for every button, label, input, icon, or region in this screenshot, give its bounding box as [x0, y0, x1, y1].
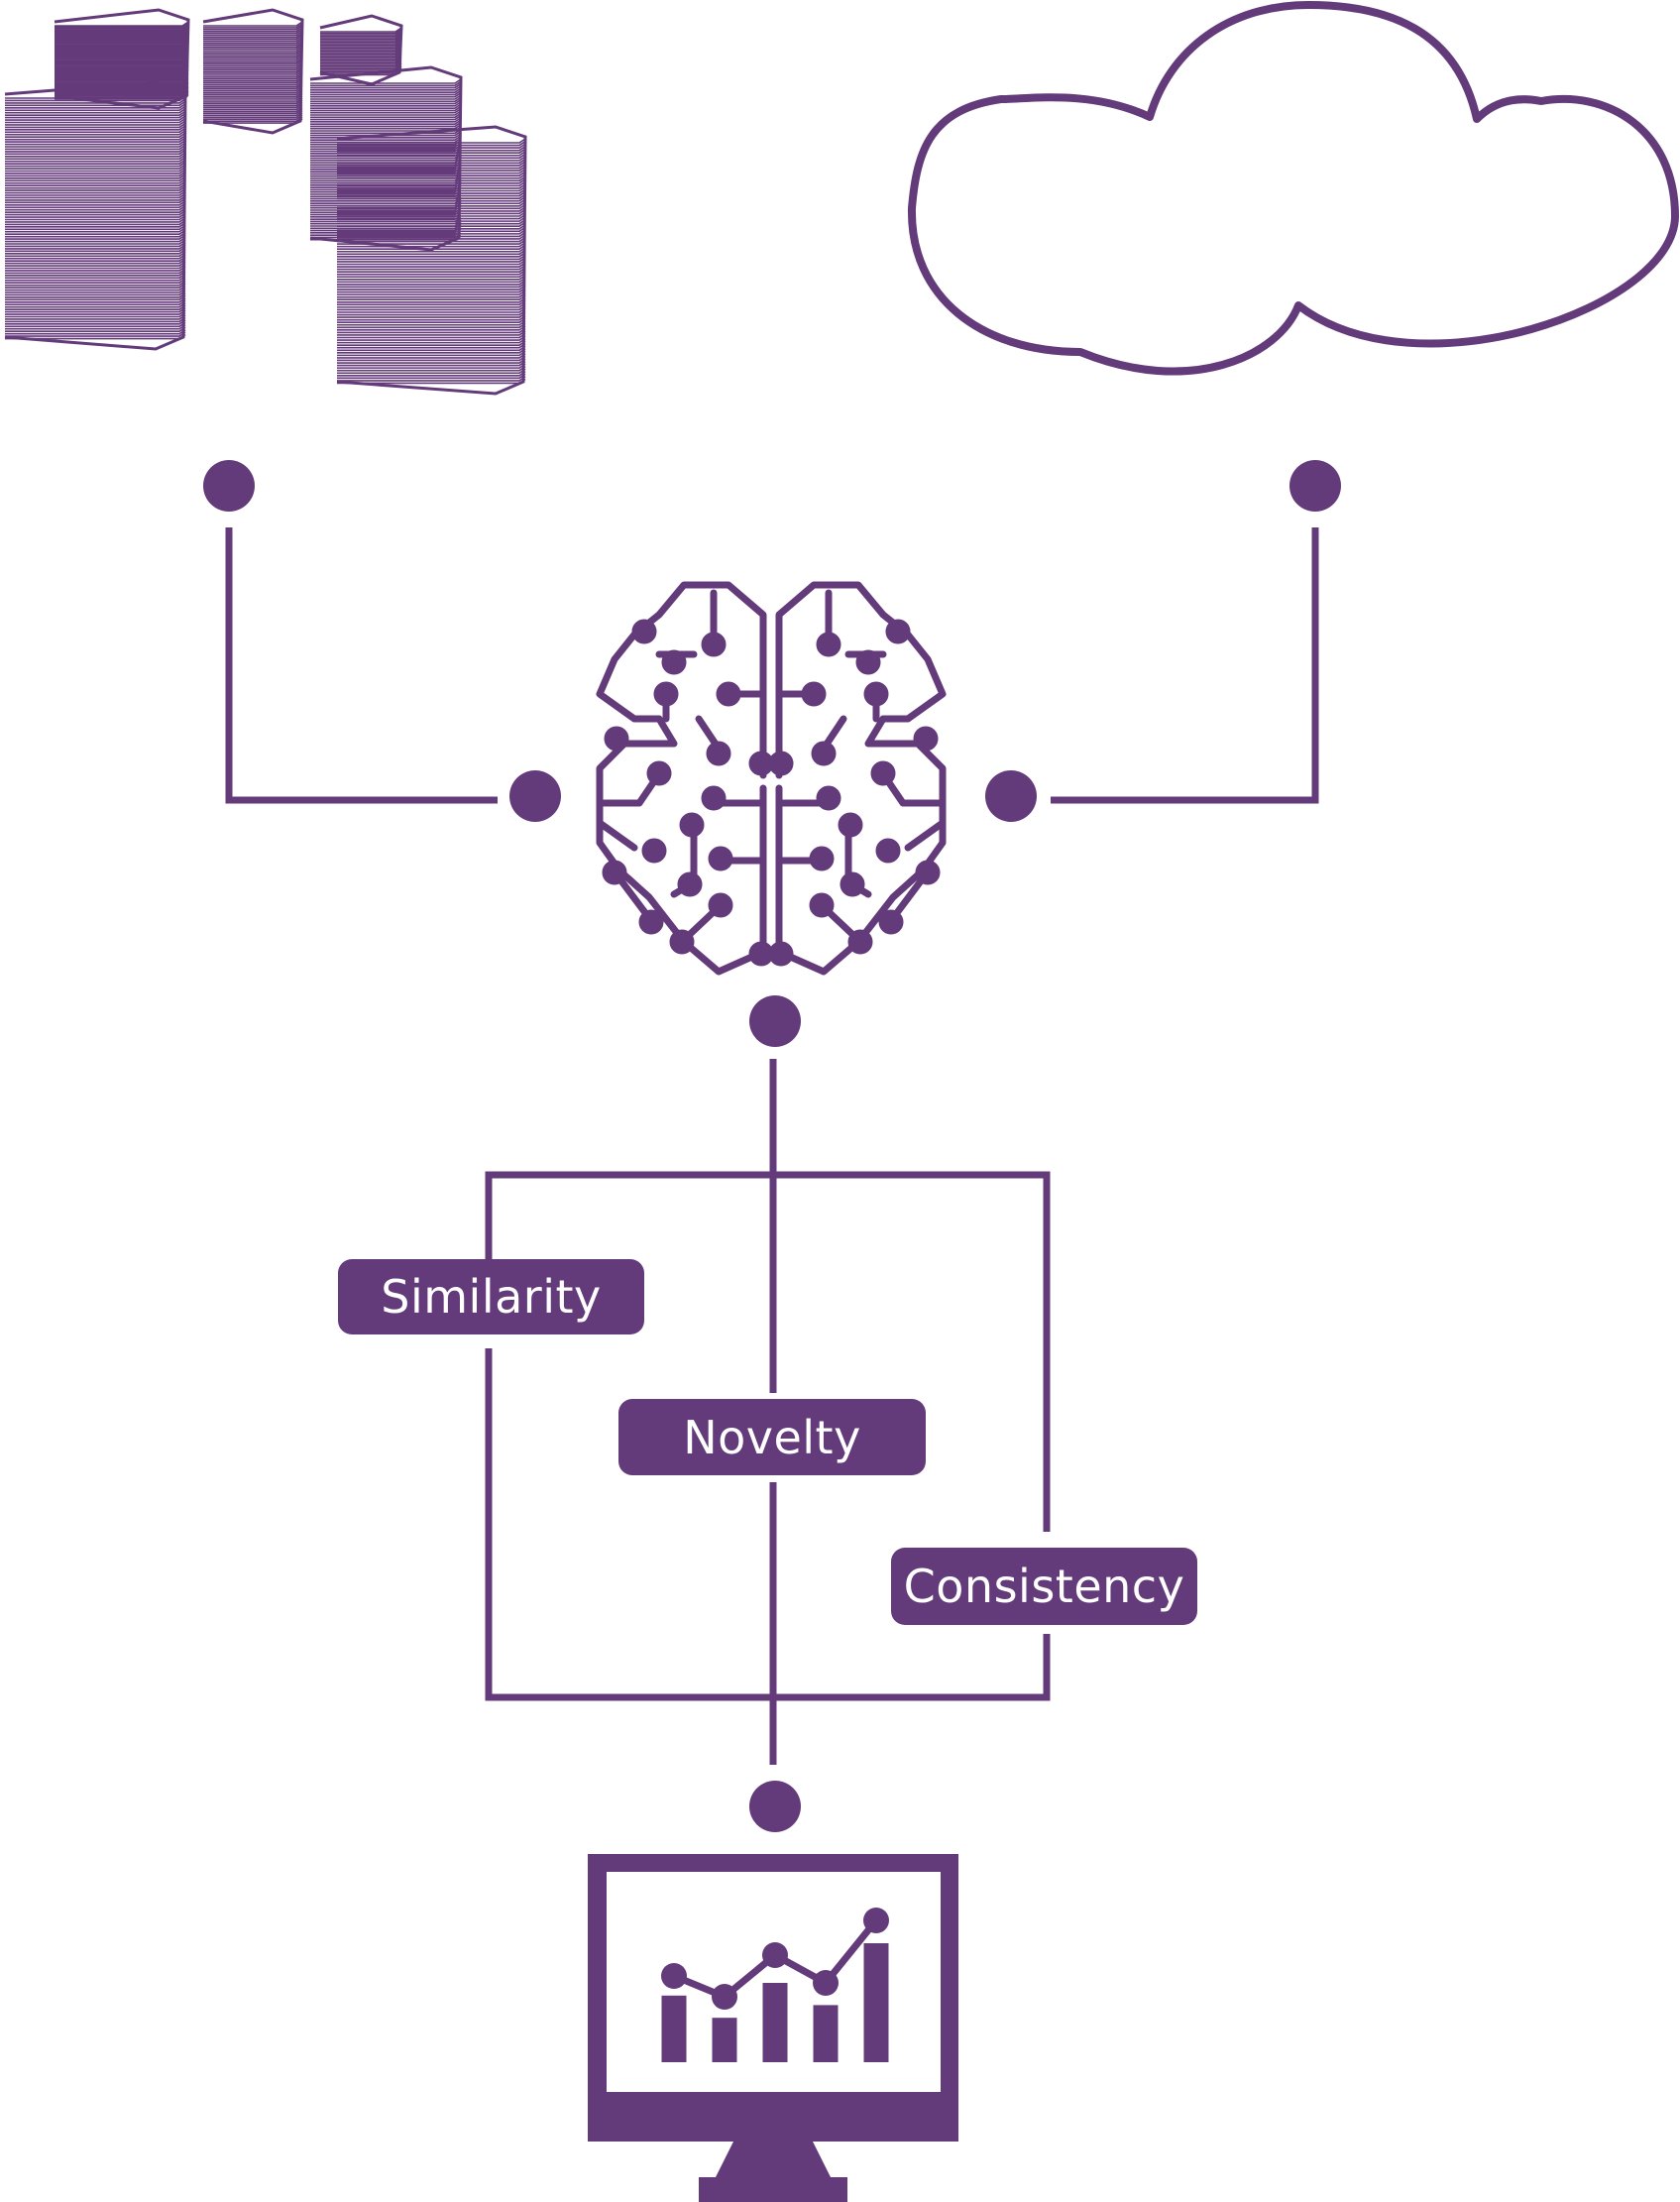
monitor-connector-dot [749, 1781, 801, 1832]
paper-stack [4, 80, 187, 351]
monitor-bar [762, 1983, 788, 2062]
monitor-line-point [762, 1942, 788, 1968]
paper-stack [336, 125, 527, 396]
cloud-connector-dot [1289, 460, 1341, 512]
documents-connector-dot [203, 460, 255, 512]
monitor-line-point [863, 1908, 889, 1933]
paper-stack [319, 14, 403, 86]
similarity-label: Similarity [338, 1259, 644, 1334]
monitor-line-point [813, 1970, 839, 1996]
monitor-bar [813, 2005, 839, 2062]
monitor-line [661, 1908, 889, 2010]
monitor-bar [661, 1995, 687, 2062]
monitor-line-point [661, 1963, 687, 1989]
paper-stack [54, 8, 190, 110]
monitor-bar [712, 2018, 737, 2062]
consistency-label: Consistency [891, 1548, 1197, 1625]
analytics-monitor-icon [588, 1854, 958, 2202]
brain-right-dot [985, 770, 1037, 822]
document-stacks-icon [4, 8, 527, 396]
cloud-icon [907, 1, 1679, 376]
paper-stack [202, 8, 304, 135]
brain-bottom-dot [749, 995, 801, 1047]
monitor-line-point [712, 1984, 737, 2010]
circuit-brain-icon [600, 585, 943, 972]
brain-left-dot [509, 770, 561, 822]
novelty-label: Novelty [618, 1399, 926, 1475]
monitor-bars [661, 1943, 889, 2062]
monitor-bar [863, 1943, 889, 2062]
